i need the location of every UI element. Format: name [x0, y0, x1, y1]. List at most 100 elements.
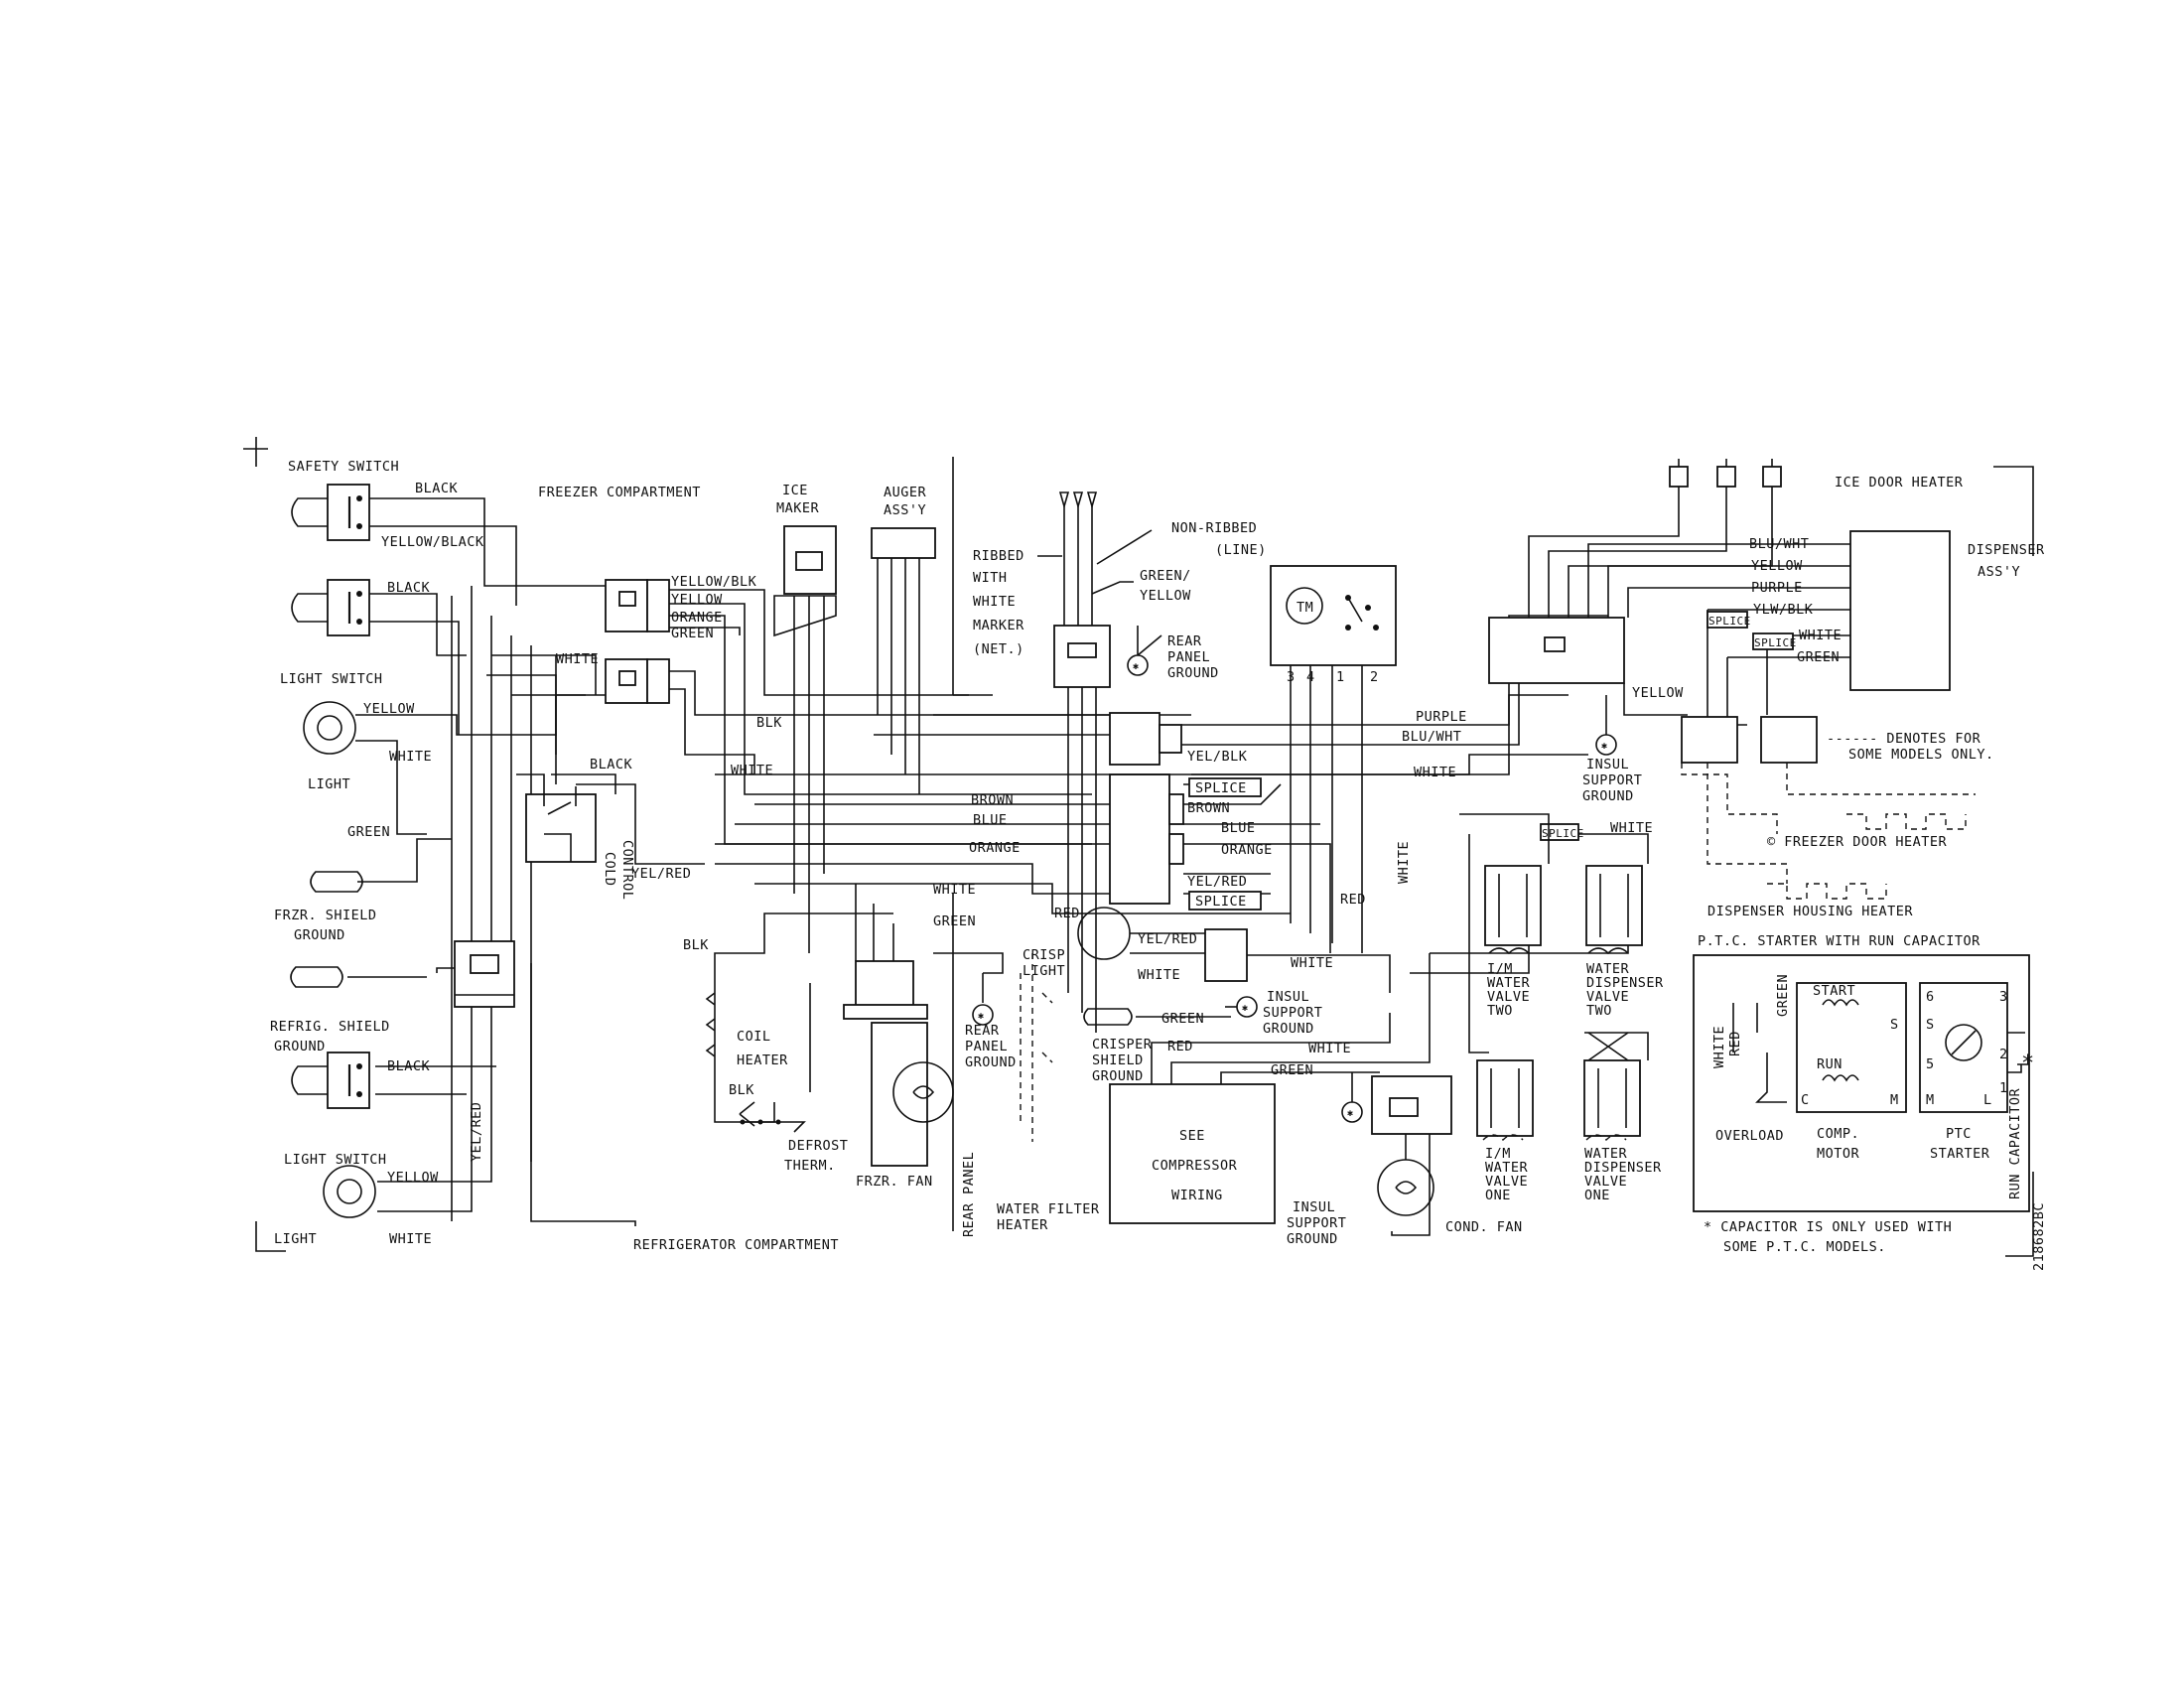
svg-text:BLUE: BLUE [973, 812, 1008, 828]
svg-text:YELLOW: YELLOW [363, 701, 415, 717]
svg-text:RED: RED [1054, 906, 1080, 921]
cond-fan [1371, 1075, 1452, 1236]
svg-text:THERM.: THERM. [784, 1158, 836, 1174]
svg-text:GROUND: GROUND [1582, 788, 1634, 804]
svg-text:WHITE: WHITE [1610, 820, 1653, 836]
splice-1: SPLICE [1188, 777, 1262, 797]
svg-text:P.T.C. STARTER WITH RUN CAPACI: P.T.C. STARTER WITH RUN CAPACITOR [1698, 933, 1980, 949]
svg-text:COND. FAN: COND. FAN [1445, 1219, 1523, 1235]
svg-text:WHITE: WHITE [1291, 955, 1333, 971]
svg-text:GROUND: GROUND [1167, 665, 1219, 681]
svg-text:REFRIG. SHIELD: REFRIG. SHIELD [270, 1019, 390, 1035]
label-ice-door-heater: ICE DOOR HEATER [1835, 475, 1964, 491]
line-connector [1053, 625, 1111, 1033]
svg-text:TM: TM [1297, 600, 1313, 616]
svg-text:* CAPACITOR IS ONLY USED WITH: * CAPACITOR IS ONLY USED WITH [1704, 1219, 1952, 1235]
svg-text:M: M [1890, 1092, 1899, 1108]
svg-text:TWO: TWO [1487, 1003, 1513, 1019]
svg-text:SPLICE: SPLICE [1195, 894, 1247, 910]
svg-text:HEATER: HEATER [997, 1217, 1048, 1233]
svg-text:VALVE: VALVE [1487, 989, 1530, 1005]
svg-text:GROUND: GROUND [965, 1054, 1017, 1070]
svg-text:DISPENSER: DISPENSER [1968, 542, 2045, 558]
svg-text:COMP.: COMP. [1817, 1126, 1859, 1142]
svg-text:BLACK: BLACK [415, 481, 459, 496]
svg-text:ORANGE: ORANGE [671, 610, 723, 626]
svg-text:© FREEZER DOOR HEATER: © FREEZER DOOR HEATER [1767, 834, 1948, 850]
svg-text:COMPRESSOR: COMPRESSOR [1152, 1158, 1238, 1174]
svg-text:SUPPORT: SUPPORT [1263, 1005, 1322, 1021]
dispenser-control-box [1488, 617, 1625, 684]
svg-text:6: 6 [1926, 989, 1935, 1005]
light-bottom [323, 1165, 376, 1218]
svg-text:I/M: I/M [1485, 1146, 1511, 1162]
crisper-shield-ground [1083, 1008, 1231, 1026]
svg-text:FRZR. SHIELD: FRZR. SHIELD [274, 908, 377, 923]
svg-text:WHITE: WHITE [1799, 628, 1842, 643]
svg-text:YEL/RED: YEL/RED [1187, 874, 1247, 890]
svg-text:1: 1 [1999, 1080, 2008, 1096]
svg-text:SPLICE: SPLICE [1708, 615, 1751, 628]
svg-text:✱: ✱ [1242, 1003, 1249, 1014]
svg-text:BLK: BLK [683, 937, 709, 953]
svg-text:ORANGE: ORANGE [1221, 842, 1273, 858]
frzr-shield-ground [310, 871, 363, 893]
svg-text:WITH: WITH [973, 570, 1008, 586]
svg-text:S: S [1926, 1017, 1935, 1033]
label-safety-switch: SAFETY SWITCH [288, 459, 399, 475]
svg-text:RUN: RUN [1817, 1056, 1843, 1072]
light-switch-bottom [291, 1052, 370, 1109]
splice-disp-2: SPLICE [1752, 632, 1797, 650]
svg-text:SPLICE: SPLICE [1754, 636, 1797, 649]
svg-text:GROUND: GROUND [1092, 1068, 1144, 1084]
text-labels: SAFETY SWITCH FREEZER COMPARTMENT ICE MA… [270, 459, 2047, 1271]
svg-text:ORANGE: ORANGE [969, 840, 1021, 856]
svg-text:GREEN: GREEN [1797, 649, 1840, 665]
svg-text:BROWN: BROWN [1187, 800, 1230, 816]
svg-text:SOME P.T.C. MODELS.: SOME P.T.C. MODELS. [1723, 1239, 1886, 1255]
see-compressor-box [1109, 953, 1431, 1224]
svg-text:SUPPORT: SUPPORT [1582, 772, 1642, 788]
svg-text:RED: RED [1727, 1031, 1743, 1056]
svg-text:WHITE: WHITE [1396, 841, 1412, 884]
svg-text:WATER: WATER [1487, 975, 1531, 991]
svg-text:WHITE: WHITE [1414, 765, 1456, 780]
svg-text:GREEN: GREEN [1161, 1011, 1204, 1027]
rear-panel-ground-bottom: ✱ [933, 952, 1004, 1026]
ptc-starter-box [1693, 954, 2030, 1212]
svg-text:WHITE: WHITE [389, 1231, 432, 1247]
svg-text:✱: ✱ [978, 1011, 985, 1022]
svg-text:RED: RED [1340, 892, 1366, 908]
svg-text:218682BC: 218682BC [2031, 1202, 2047, 1271]
auger-assy [871, 527, 936, 794]
svg-text:5: 5 [1926, 1056, 1935, 1072]
im-water-valve-two [1484, 865, 1542, 955]
svg-text:YEL/BLK: YEL/BLK [1187, 749, 1248, 765]
water-dispenser-valve-two [1585, 865, 1643, 955]
svg-text:*: * [2021, 1052, 2035, 1076]
defrost-therm [740, 1119, 806, 1133]
label-freezer-compartment: FREEZER COMPARTMENT [538, 485, 701, 500]
splice-disp-1: SPLICE [1706, 611, 1751, 629]
svg-text:ICE: ICE [782, 483, 808, 498]
svg-text:WATER: WATER [1586, 961, 1630, 977]
svg-text:YELLOW: YELLOW [1751, 558, 1803, 574]
svg-text:ONE: ONE [1584, 1188, 1610, 1203]
svg-text:RUN CAPACITOR: RUN CAPACITOR [2007, 1087, 2023, 1199]
svg-text:L: L [1983, 1092, 1992, 1108]
svg-text:C: C [1801, 1092, 1810, 1108]
svg-text:WATER FILTER: WATER FILTER [997, 1201, 1100, 1217]
svg-text:BLK: BLK [756, 715, 782, 731]
svg-text:WHITE: WHITE [389, 749, 432, 765]
water-dispenser-valve-one [1583, 1059, 1641, 1141]
svg-text:WIRING: WIRING [1171, 1188, 1223, 1203]
svg-text:YELLOW/BLK: YELLOW/BLK [671, 574, 757, 590]
svg-text:LIGHT SWITCH: LIGHT SWITCH [280, 671, 383, 687]
svg-text:PANEL: PANEL [1167, 649, 1210, 665]
svg-text:GREEN: GREEN [1775, 974, 1791, 1017]
svg-text:LIGHT: LIGHT [1023, 963, 1065, 979]
svg-text:PURPLE: PURPLE [1416, 709, 1467, 725]
svg-text:WHITE: WHITE [556, 651, 599, 667]
svg-text:COLD: COLD [602, 852, 617, 887]
svg-text:GROUND: GROUND [274, 1039, 326, 1054]
